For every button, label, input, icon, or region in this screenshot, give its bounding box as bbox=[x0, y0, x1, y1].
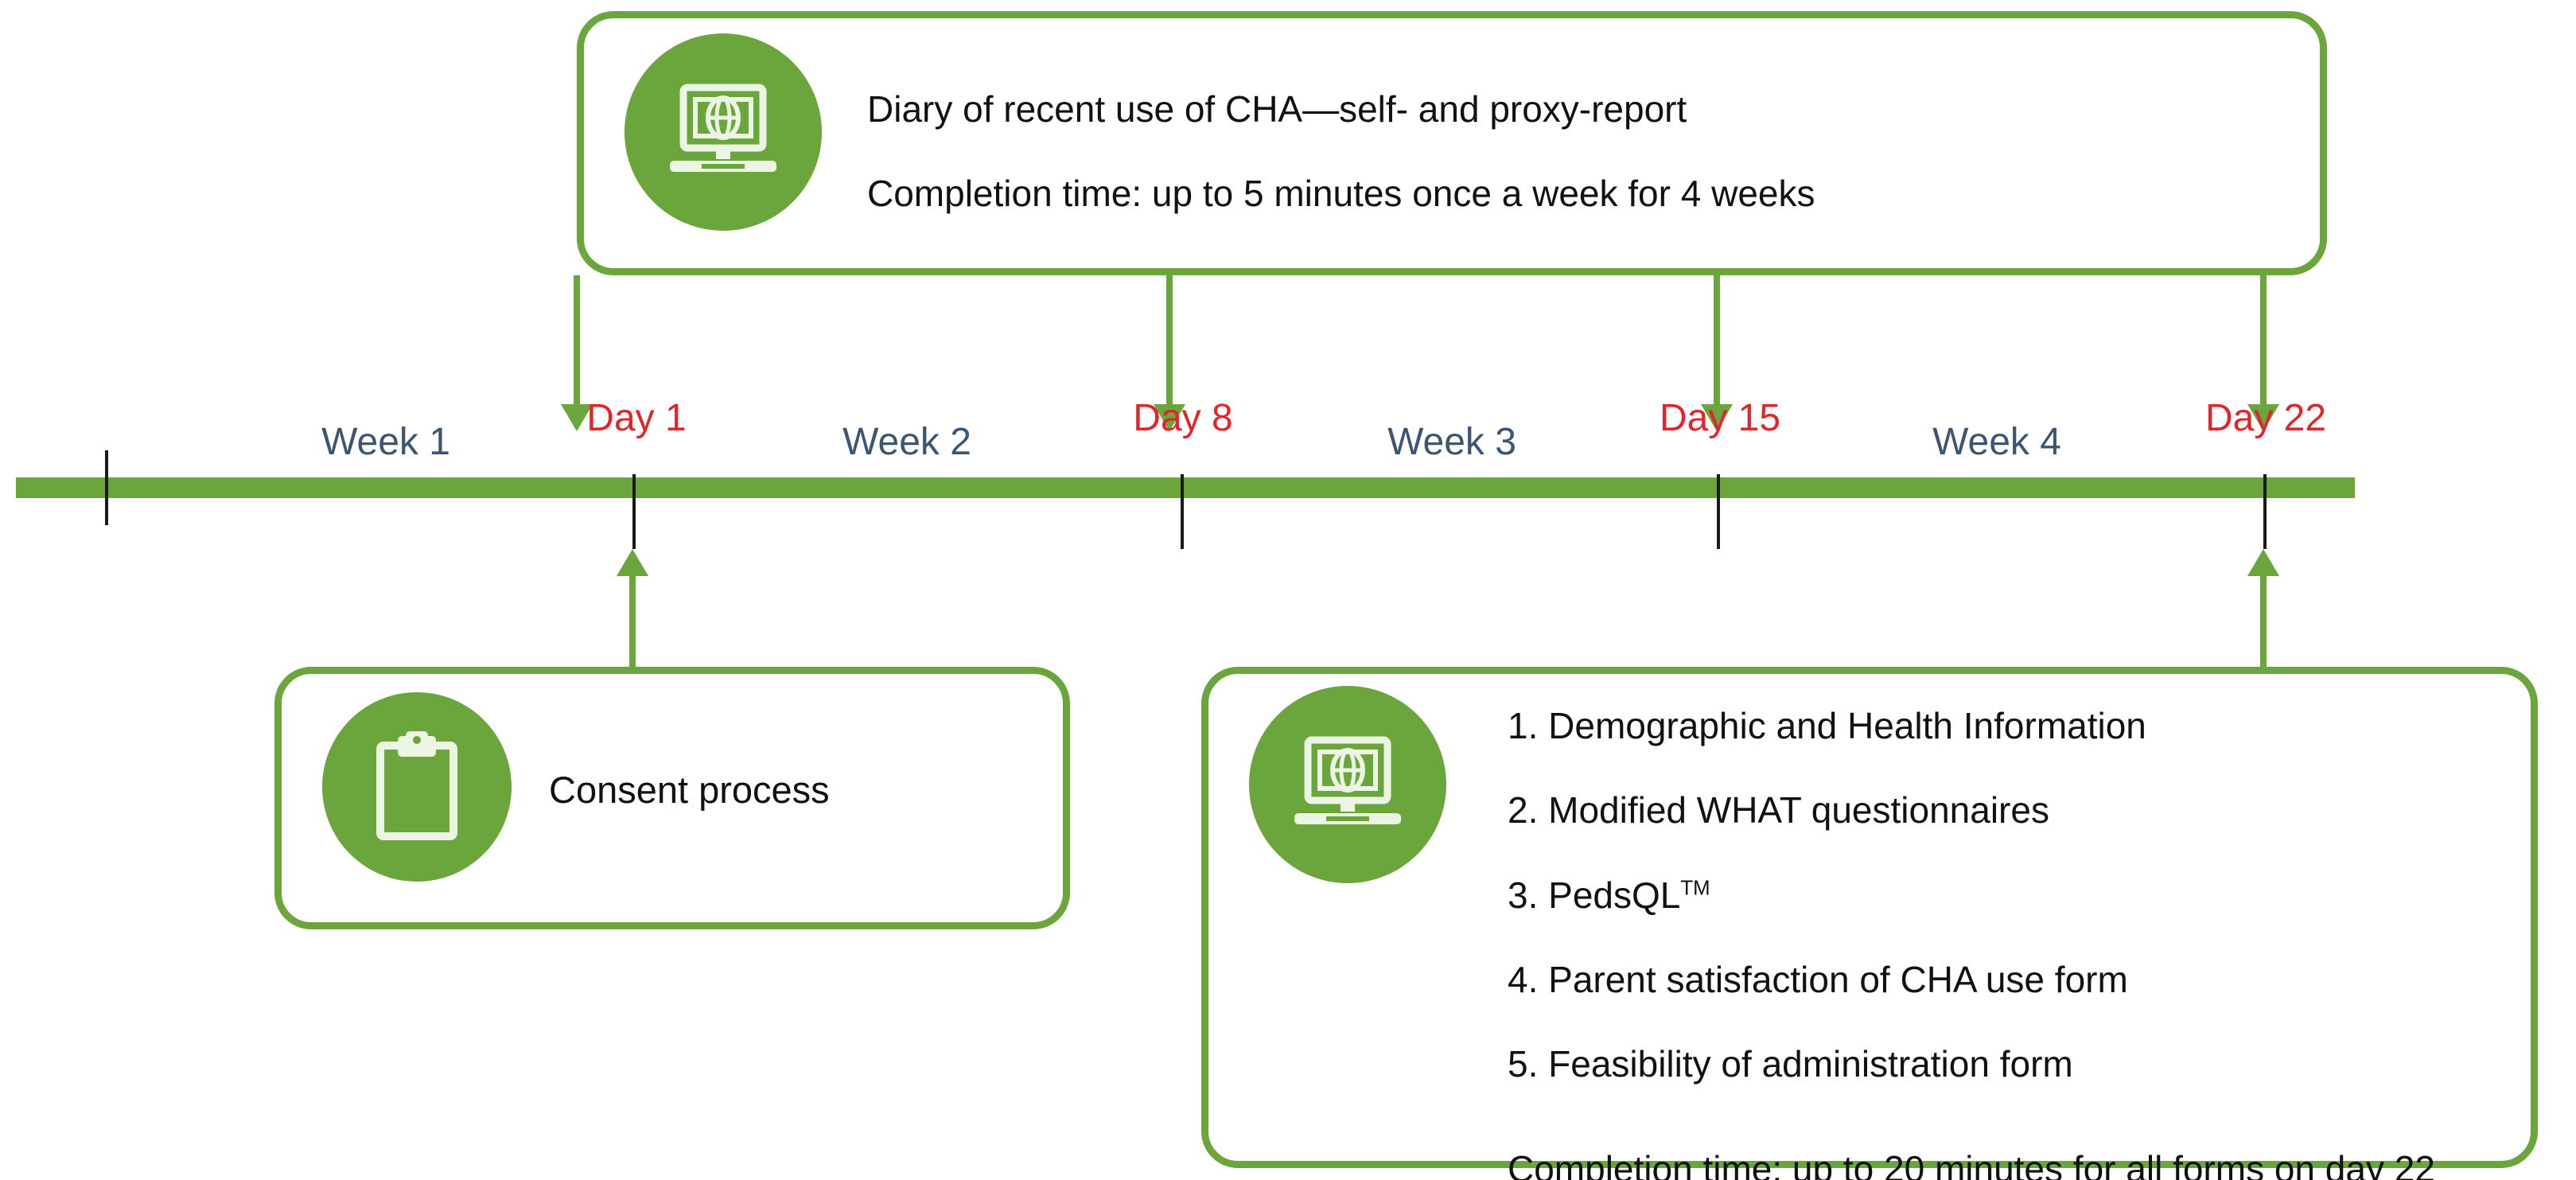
forms-item-5: 5. Feasibility of administration form bbox=[1508, 1043, 2073, 1085]
connector-forms-day22 bbox=[2260, 571, 2267, 670]
connector-diary-day15 bbox=[1714, 275, 1720, 409]
day-label-22: Day 22 bbox=[2204, 397, 2327, 439]
forms-item-1: 1. Demographic and Health Information bbox=[1508, 705, 2146, 746]
consent-label: Consent process bbox=[549, 769, 830, 811]
connector-diary-day8 bbox=[1166, 275, 1173, 409]
day-label-8: Day 8 bbox=[1133, 397, 1233, 439]
tick-day8 bbox=[1181, 474, 1184, 549]
trademark-superscript: TM bbox=[1680, 877, 1710, 900]
arrowhead-diary-day15 bbox=[1701, 404, 1733, 431]
tick-day1 bbox=[632, 474, 636, 549]
connector-diary-day22 bbox=[2260, 275, 2267, 409]
arrowhead-diary-day8 bbox=[1154, 404, 1185, 431]
forms-item-3-text: 3. PedsQL bbox=[1508, 874, 1681, 916]
day-label-15: Day 15 bbox=[1659, 397, 1781, 439]
week-label-2: Week 2 bbox=[842, 421, 971, 463]
week-label-3: Week 3 bbox=[1387, 421, 1516, 463]
arrowhead-diary-day1 bbox=[561, 404, 593, 431]
timeline-axis-bar bbox=[16, 477, 2355, 498]
day-label-1: Day 1 bbox=[586, 397, 687, 439]
forms-item-4: 4. Parent satisfaction of CHA use form bbox=[1508, 958, 2128, 1000]
tick-day15 bbox=[1717, 474, 1720, 549]
laptop-globe-icon bbox=[1249, 686, 1446, 883]
clipboard-icon bbox=[322, 692, 512, 882]
connector-diary-day1 bbox=[574, 275, 580, 409]
diary-text-block: Diary of recent use of CHA—self- and pro… bbox=[867, 84, 1815, 220]
forms-text-block: 1. Demographic and Health Information 2.… bbox=[1508, 700, 2435, 1180]
week-label-1: Week 1 bbox=[321, 421, 450, 463]
week-label-4: Week 4 bbox=[1932, 421, 2061, 463]
forms-completion-note: Completion time: up to 20 minutes for al… bbox=[1508, 1147, 2435, 1180]
connector-consent-day1 bbox=[629, 571, 636, 670]
diary-line-1: Diary of recent use of CHA—self- and pro… bbox=[867, 88, 1687, 130]
diary-line-2: Completion time: up to 5 minutes once a … bbox=[867, 173, 1815, 215]
laptop-globe-icon bbox=[625, 33, 822, 231]
forms-item-2: 2. Modified WHAT questionnaires bbox=[1508, 789, 2049, 831]
forms-item-3: 3. PedsQLTM bbox=[1508, 870, 2435, 921]
tick-day22 bbox=[2263, 474, 2267, 549]
arrowhead-diary-day22 bbox=[2247, 404, 2279, 431]
diary-callout-box bbox=[577, 11, 2327, 275]
tick-start bbox=[105, 450, 108, 525]
